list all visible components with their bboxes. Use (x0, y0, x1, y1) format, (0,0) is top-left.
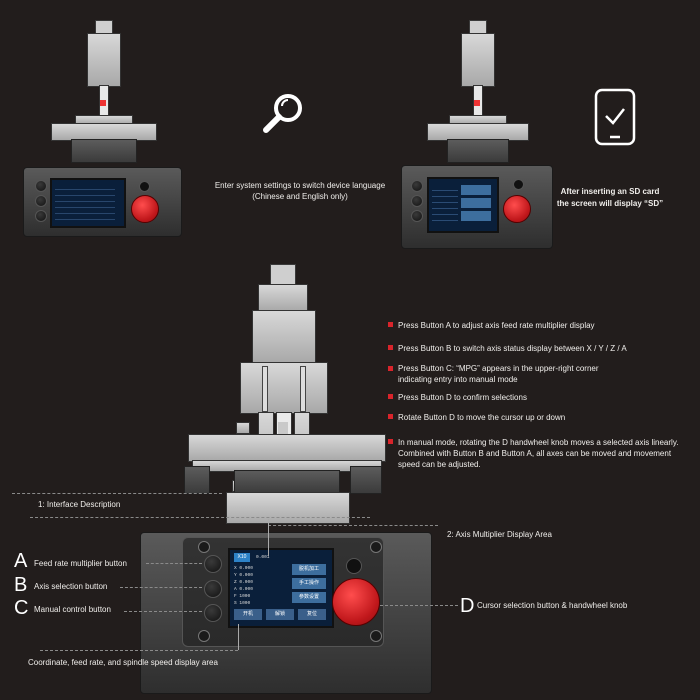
instruction: Press Button D to confirm selections (398, 393, 527, 402)
screw (198, 541, 210, 553)
button-a-label: Feed rate multiplier button (34, 559, 127, 568)
dashed-line (124, 611, 202, 612)
interface-description-label: 1: Interface Description (38, 500, 121, 509)
dashed-line (120, 587, 202, 588)
instruction: Press Button C: “MPG” appears in the upp… (398, 364, 599, 384)
bullet (388, 345, 393, 350)
screw (198, 630, 210, 642)
letter-a: A (14, 550, 28, 572)
lcd-row: Z 0.000 (234, 580, 253, 585)
instruction: In manual mode, rotating the D handwheel… (398, 438, 679, 469)
bullet (388, 366, 393, 371)
machine-small-left (23, 15, 182, 237)
bullet (388, 322, 393, 327)
instruction: Press Button A to adjust axis feed rate … (398, 321, 595, 330)
screw (370, 541, 382, 553)
lcd-row: A 0.000 (234, 587, 253, 592)
button-c-label: Manual control button (34, 605, 111, 614)
lcd-bottom-button[interactable]: 开机 (234, 609, 262, 620)
dashed-line (30, 517, 370, 518)
letter-b: B (14, 574, 28, 596)
lcd-menu-item[interactable]: 脱机加工 (292, 564, 326, 575)
handwheel-knob[interactable] (332, 578, 380, 626)
dashed-line (380, 605, 458, 606)
letter-c: C (14, 597, 29, 619)
lcd-row: F 1000 (234, 594, 251, 599)
dashed-line (146, 563, 202, 564)
lcd-menu-item[interactable]: 手工操作 (292, 578, 326, 589)
lcd-row: S 1000 (234, 601, 251, 606)
display-area-label: Coordinate, feed rate, and spindle speed… (28, 658, 218, 667)
bullet (388, 439, 393, 444)
dashed-line (40, 650, 238, 651)
lcd-bottom-button[interactable]: 复位 (298, 609, 326, 620)
bullet (388, 394, 393, 399)
button-d-label: Cursor selection button & handwheel knob (477, 601, 628, 610)
lcd-screen: X10 0.001 X 0.000 Y 0.000 Z 0.000 A 0.00… (228, 548, 334, 628)
axis-selection-button[interactable] (204, 580, 222, 598)
tablet-check-icon (592, 88, 638, 148)
sd-note-line2: the screen will display “SD” (556, 199, 664, 208)
bullet (388, 414, 393, 419)
manual-control-button[interactable] (204, 604, 222, 622)
instruction: Rotate Button D to move the cursor up or… (398, 413, 566, 422)
dashed-line (12, 493, 222, 494)
button-b-label: Axis selection button (34, 582, 108, 591)
instruction: Press Button B to switch axis status dis… (398, 344, 627, 353)
magnifier-icon (258, 90, 308, 140)
lcd-row: X 0.000 (234, 566, 253, 571)
sd-note-line1: After inserting an SD card (560, 187, 660, 196)
language-note: Enter system settings to switch device l… (214, 181, 386, 201)
letter-d: D (460, 595, 475, 617)
lcd-bottom-button[interactable]: 解锁 (266, 609, 294, 620)
lcd-row: Y 0.000 (234, 573, 253, 578)
dashed-line (268, 525, 438, 526)
feed-rate-multiplier-button[interactable] (204, 555, 222, 573)
lcd-top-left: X10 (234, 553, 250, 562)
lcd-menu-item[interactable]: 参数设置 (292, 592, 326, 603)
knob-indicator (346, 558, 362, 574)
machine-small-right (401, 15, 553, 249)
axis-multiplier-area-label: 2: Axis Multiplier Display Area (447, 530, 552, 539)
lcd-top-value: 0.001 (256, 555, 270, 560)
leader-line (268, 519, 269, 556)
leader-line (238, 624, 239, 650)
screw (370, 630, 382, 642)
